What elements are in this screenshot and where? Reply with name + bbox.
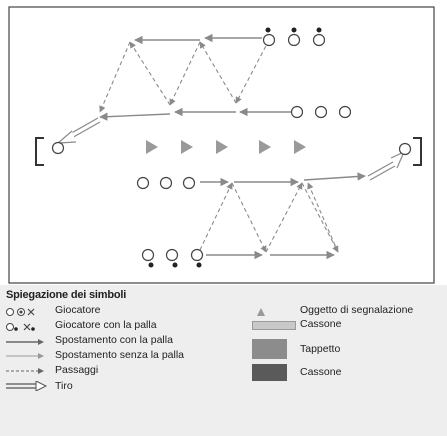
player-circle (287, 33, 301, 47)
ball (172, 262, 178, 268)
player-with-ball-symbols-icon (6, 323, 35, 331)
player-circle (398, 142, 412, 156)
triangle-marker (181, 140, 193, 154)
left-goal (35, 137, 44, 166)
legend-item-label: Giocatore con la palla (55, 319, 157, 331)
light-box-icon (252, 321, 296, 330)
legend-item-label: Tappetto (300, 343, 341, 355)
lower-movements (200, 172, 366, 260)
ball (148, 262, 154, 268)
legend-item-label: Giocatore (55, 304, 101, 316)
double-arrow-icon (6, 381, 48, 391)
legend-item-label: Spostamento senza la palla (55, 349, 184, 361)
player-circle (338, 105, 352, 119)
gray-box-icon (252, 339, 287, 359)
upper-passes (99, 39, 270, 113)
legend-item-label: Spostamento con la palla (55, 334, 173, 346)
legend-item-label: Oggetto di segnalazione (300, 304, 414, 316)
player-circle (136, 176, 150, 190)
lower-shot (367, 150, 406, 181)
ball (265, 27, 271, 33)
legend-item-label: Tiro (55, 380, 73, 392)
player-circle (51, 141, 65, 155)
triangle-marker (259, 140, 271, 154)
ball (316, 27, 322, 33)
marker-row (146, 140, 306, 154)
dark-box-icon (252, 364, 287, 381)
player-circle (314, 105, 328, 119)
lower-passes (199, 182, 339, 253)
player-circle (290, 105, 304, 119)
player-circle (262, 33, 276, 47)
player-circle (190, 248, 204, 262)
player-symbols-icon (6, 308, 35, 316)
ball (291, 27, 297, 33)
player-circle (159, 176, 173, 190)
triangle-marker (216, 140, 228, 154)
legend-title: Spiegazione dei simboli (6, 289, 127, 301)
triangle-marker-icon (257, 308, 265, 316)
player-circle (141, 248, 155, 262)
players (51, 33, 412, 262)
legend-item-label: Cassone (300, 366, 342, 378)
triangle-marker (294, 140, 306, 154)
legend-item-label: Passaggi (55, 364, 99, 376)
player-circle (312, 33, 326, 47)
thin-line-icon (6, 353, 44, 359)
player-circle (182, 176, 196, 190)
triangle-marker (146, 140, 158, 154)
solid-line-icon (6, 339, 44, 345)
dashed-line-icon (6, 368, 44, 374)
ball (196, 262, 202, 268)
upper-movements (99, 33, 292, 121)
legend-item-label: Cassone (300, 318, 342, 330)
legend: Spiegazione dei simboli Giocatore Giocat… (0, 285, 447, 436)
right-goal (413, 137, 422, 166)
player-circle (165, 248, 179, 262)
balls (148, 27, 322, 268)
